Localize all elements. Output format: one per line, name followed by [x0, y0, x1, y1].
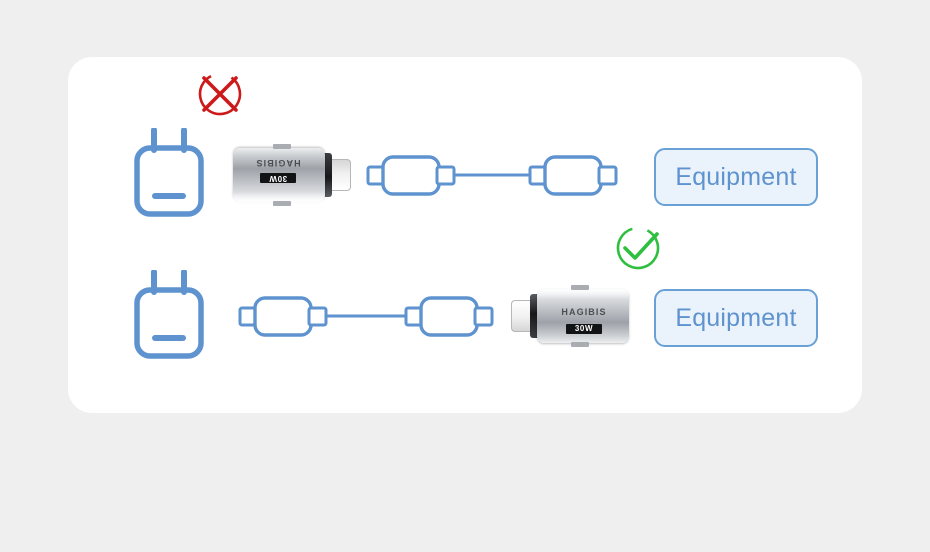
adapter-body	[537, 289, 629, 343]
adapter-brand-text: HAGIBIS	[561, 307, 607, 317]
usb-c-cable-top	[366, 152, 618, 198]
adapter-label-group: HAGIBIS 30W	[549, 303, 619, 335]
adapter-notch-bottom	[571, 342, 589, 347]
adapter-watt-badge: 30W	[259, 173, 297, 183]
success-check-icon	[612, 221, 664, 273]
equipment-label: Equipment	[675, 162, 797, 191]
wall-charger-icon	[133, 127, 205, 218]
equipment-label: Equipment	[675, 303, 797, 332]
wall-charger-icon	[133, 269, 205, 360]
adapter-watt-badge: 30W	[565, 324, 603, 334]
equipment-box-top[interactable]: Equipment	[654, 148, 818, 206]
adapter-notch-top	[571, 285, 589, 290]
adapter-notch-top	[273, 201, 291, 206]
adapter-notch-bottom	[273, 144, 291, 149]
hagibis-adapter: HAGIBIS 30W	[509, 285, 635, 347]
adapter-label-group: 30W HAGIBIS	[243, 156, 313, 188]
usb-c-cable-bottom	[236, 293, 494, 339]
hagibis-adapter-flipped: 30W HAGIBIS	[227, 144, 353, 206]
equipment-box-bottom[interactable]: Equipment	[654, 289, 818, 347]
error-cross-icon	[194, 67, 246, 119]
adapter-brand-text: HAGIBIS	[255, 158, 301, 168]
content-card	[68, 57, 862, 413]
